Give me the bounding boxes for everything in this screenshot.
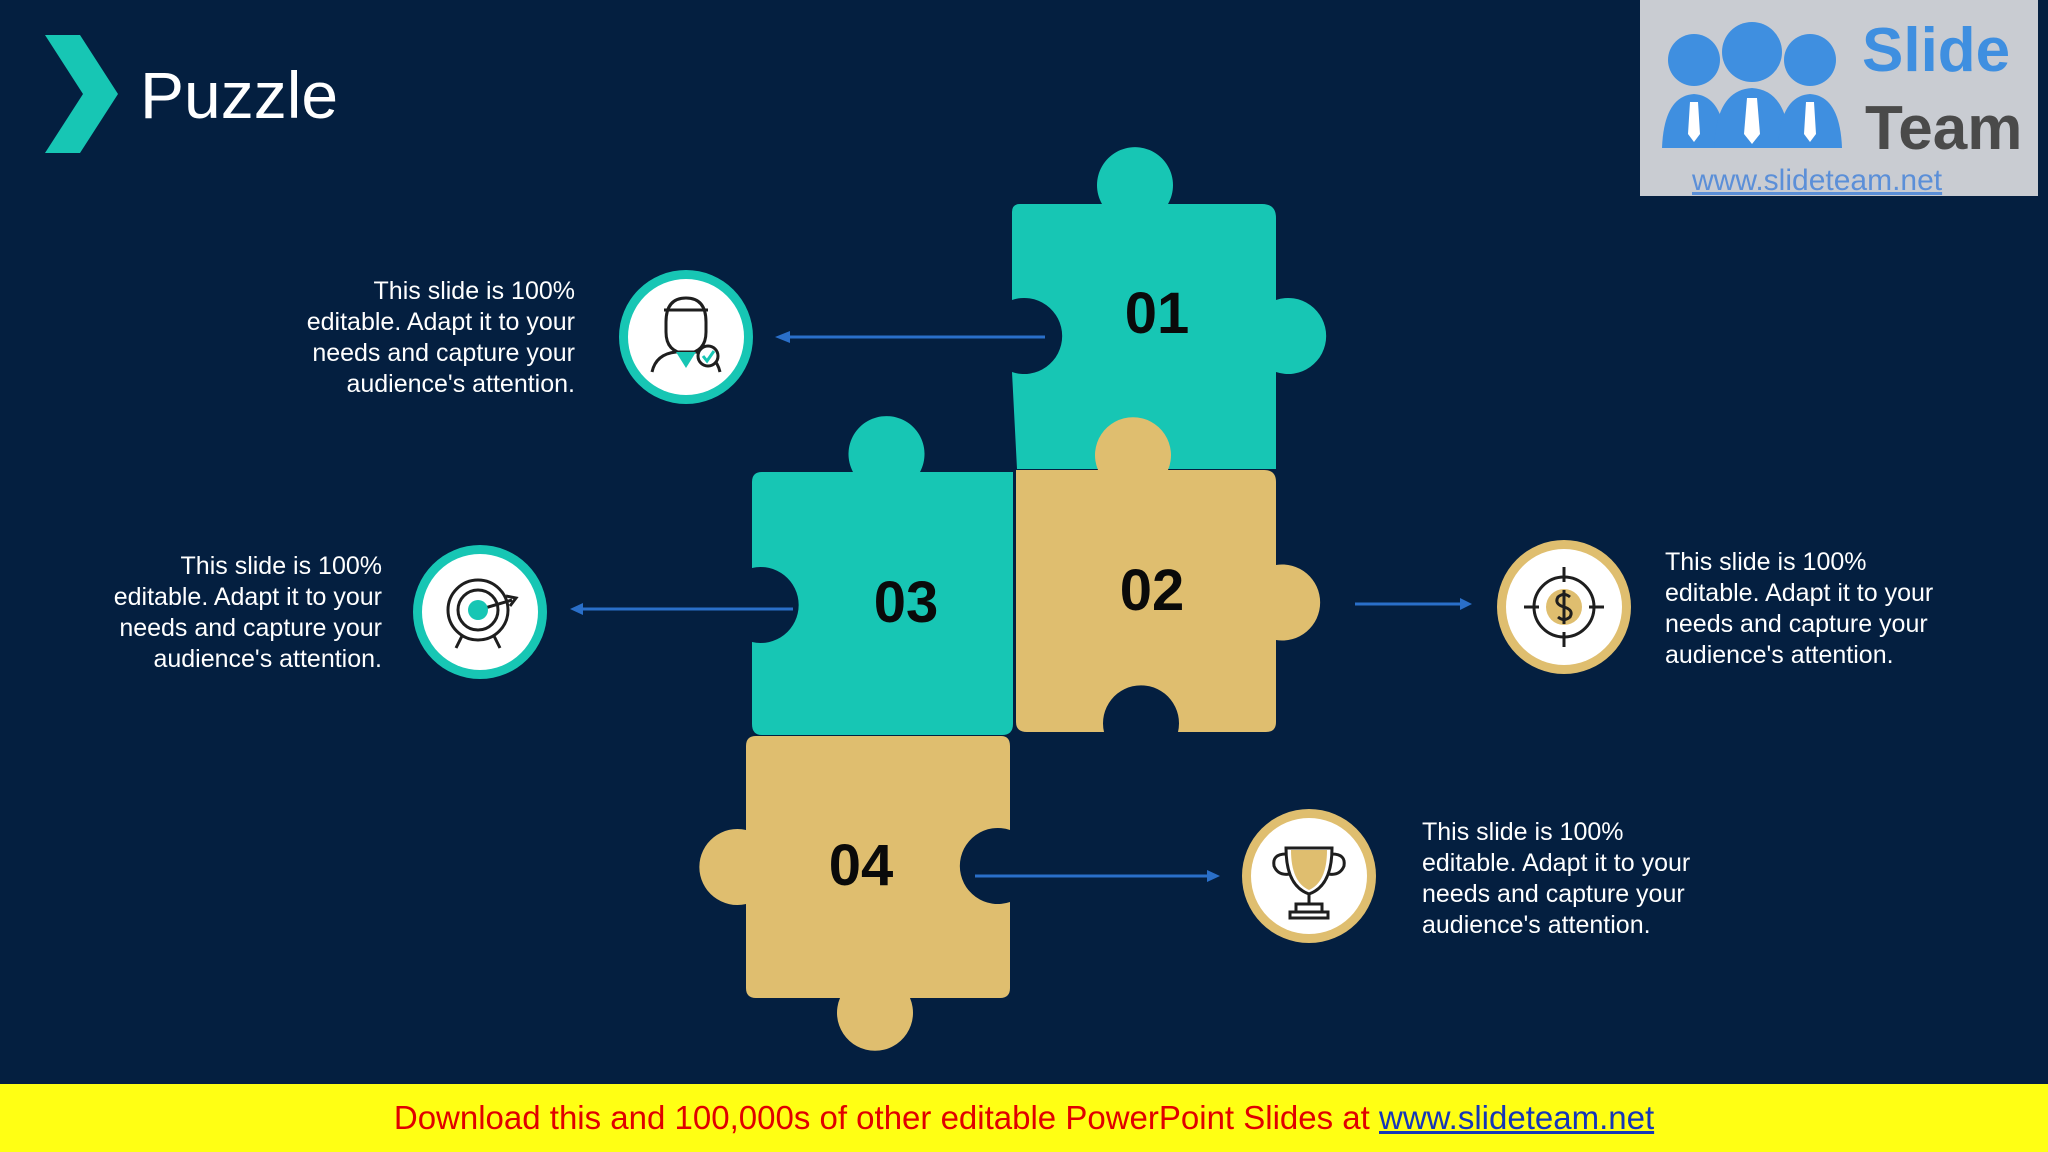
puzzle-piece-04[interactable] <box>699 736 1010 1051</box>
logo-word-slide: Slide <box>1862 16 2011 85</box>
puzzle-piece-03[interactable] <box>752 416 1013 735</box>
piece-number-01: 01 <box>1125 281 1190 346</box>
slideteam-logo: Slide Team www.slideteam.net <box>1640 0 2038 196</box>
description-04: This slide is 100% editable. Adapt it to… <box>1422 818 1691 939</box>
trophy-icon <box>1242 809 1376 943</box>
logo-url[interactable]: www.slideteam.net <box>1692 164 1943 196</box>
puzzle-piece-02[interactable] <box>1016 417 1321 732</box>
description-01: This slide is 100% editable. Adapt it to… <box>306 277 575 398</box>
page-title: Puzzle <box>140 58 339 132</box>
banner-text: Download this and 100,000s of other edit… <box>393 1099 1379 1136</box>
target-icon <box>413 545 547 679</box>
description-02: This slide is 100% editable. Adapt it to… <box>1665 548 1934 669</box>
chevron-icon <box>45 35 118 153</box>
description-03: This slide is 100% editable. Adapt it to… <box>113 552 382 673</box>
banner-link[interactable]: www.slideteam.net <box>1379 1099 1655 1136</box>
logo-word-team: Team <box>1865 94 2023 163</box>
puzzle-piece-01[interactable] <box>1012 147 1327 470</box>
piece-number-03: 03 <box>874 570 939 635</box>
businessman-icon <box>619 270 753 404</box>
dollar-target-icon <box>1497 540 1631 674</box>
download-banner: Download this and 100,000s of other edit… <box>0 1084 2048 1152</box>
puzzle-graphic: 01 02 03 04 <box>45 35 1631 1051</box>
piece-number-02: 02 <box>1120 558 1185 623</box>
piece-number-04: 04 <box>829 833 894 898</box>
people-logo-icon <box>1662 22 1842 148</box>
